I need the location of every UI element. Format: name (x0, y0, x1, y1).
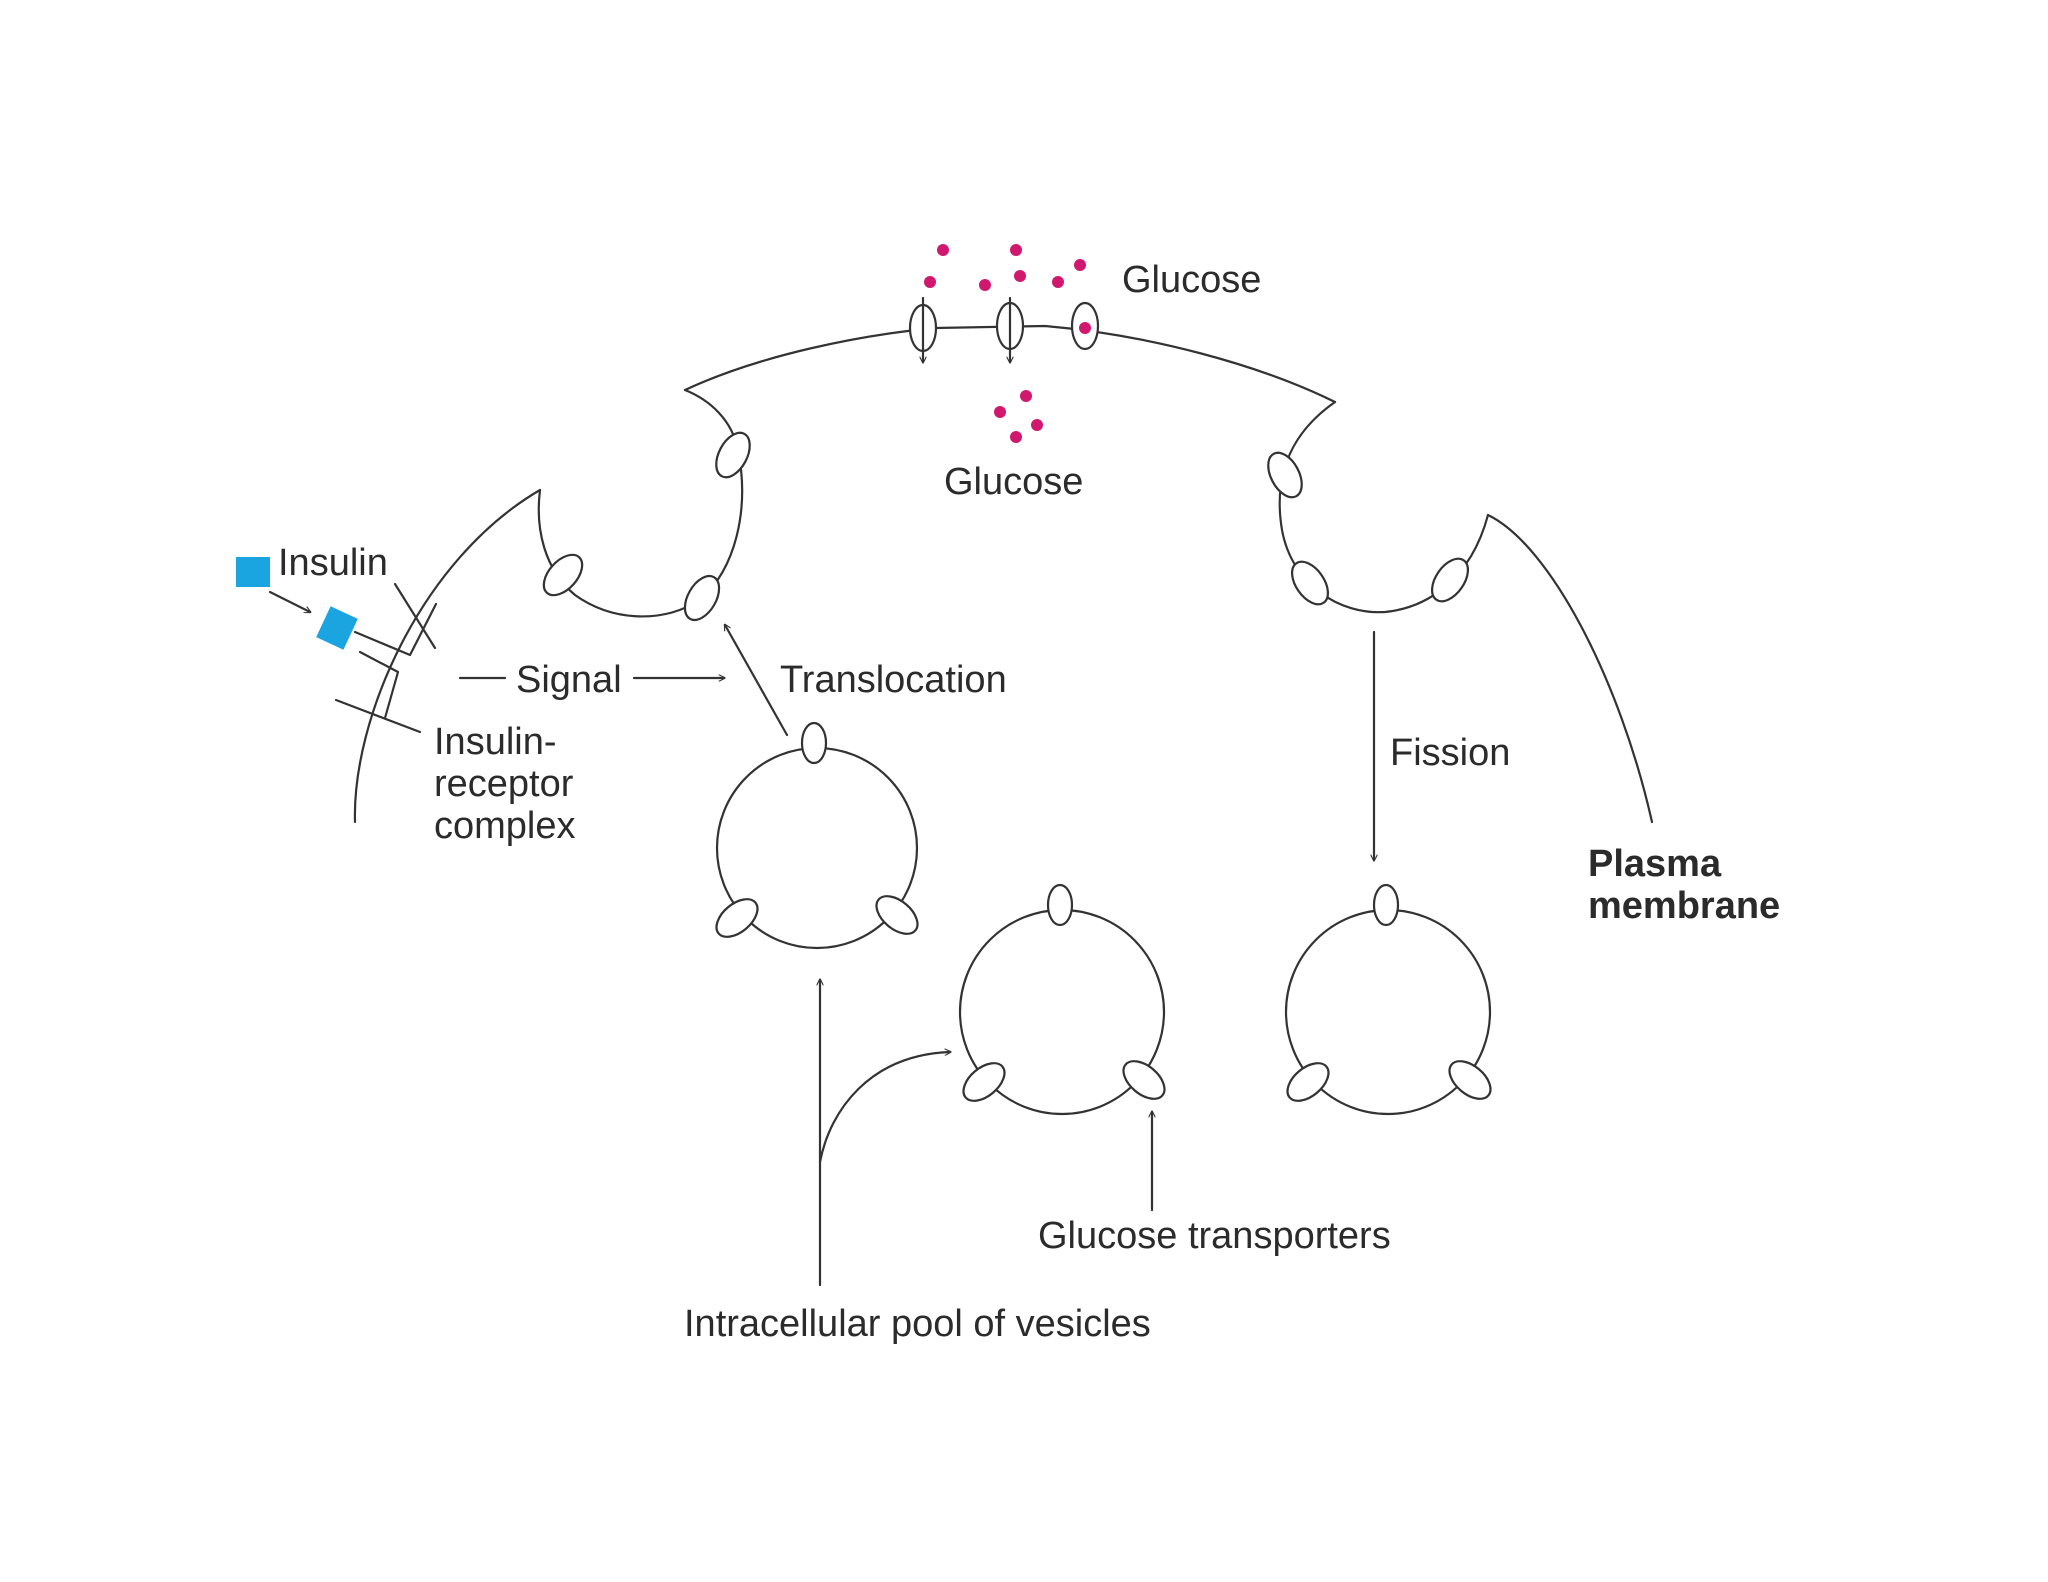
label-insulin-receptor-complex: Insulin- receptor complex (434, 721, 584, 847)
insulin-molecule (236, 557, 270, 587)
insulin-bound-to-receptor (316, 606, 358, 650)
pool-pointer-curve (818, 1052, 950, 1164)
glucose-molecules-outside (924, 244, 1091, 334)
glucose-molecule (1020, 390, 1032, 402)
membrane-transporter (683, 574, 721, 622)
membrane-transporter (1290, 560, 1330, 606)
glucose-molecule (1010, 431, 1022, 443)
vesicle-after-fission (1284, 883, 1492, 1116)
label-insulin: Insulin (278, 542, 388, 584)
glucose-molecule (1010, 244, 1022, 256)
insulin-receptor (334, 582, 438, 734)
label-signal: Signal (516, 659, 622, 701)
glucose-molecule (937, 244, 949, 256)
label-glucose-outside: Glucose (1122, 259, 1261, 301)
glucose-molecule (1052, 276, 1064, 288)
membrane-glucose-transporters (542, 296, 1470, 622)
glucose-molecule (1074, 259, 1086, 271)
glucose-molecule (1014, 270, 1026, 282)
label-glucose-inside: Glucose (944, 461, 1083, 503)
vesicle-translocating (715, 721, 919, 950)
label-translocation: Translocation (780, 659, 1007, 701)
translocation-arrow (725, 625, 789, 737)
membrane-transporter (1430, 557, 1470, 603)
membrane-transporter (542, 553, 584, 597)
glucose-molecules-inside (994, 390, 1043, 443)
glucose-molecule (924, 276, 936, 288)
glucose-molecule (1031, 419, 1043, 431)
membrane-transporter (1267, 451, 1303, 499)
glucose-molecule (994, 406, 1006, 418)
vesicle-intracellular-pool (958, 883, 1166, 1116)
label-glucose-transporters: Glucose transporters (1038, 1215, 1391, 1257)
label-intracellular-pool: Intracellular pool of vesicles (684, 1303, 1151, 1345)
glucose-molecule (1079, 322, 1091, 334)
label-fission: Fission (1390, 732, 1510, 774)
label-plasma-membrane: Plasma membrane (1588, 843, 1780, 927)
glucose-molecule (979, 279, 991, 291)
membrane-transporter (715, 431, 751, 479)
